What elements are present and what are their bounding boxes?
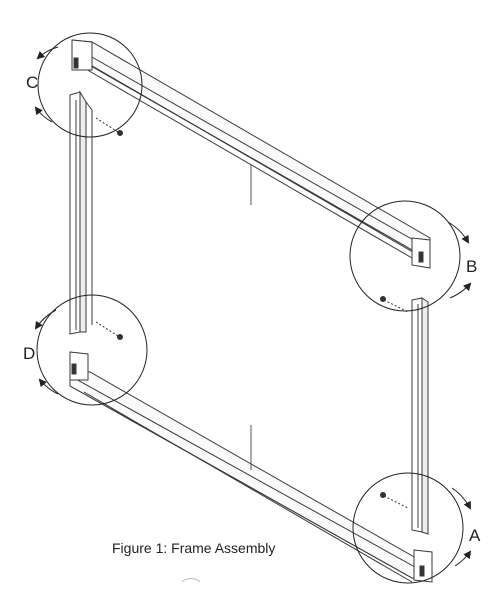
callout-label-b: B	[466, 257, 478, 276]
top-rail	[71, 39, 431, 269]
left-rail	[69, 90, 93, 335]
bottom-rail	[69, 351, 433, 583]
detail-circle-d	[34, 294, 148, 406]
figure-caption: Figure 1: Frame Assembly	[112, 540, 276, 556]
detail-circle-c	[34, 32, 143, 138]
right-rail	[411, 297, 429, 535]
screws	[95, 117, 409, 509]
scan-artifact	[181, 578, 201, 583]
detail-circle-b	[349, 200, 472, 312]
detail-circle-a	[352, 472, 472, 584]
callout-label-d: D	[23, 344, 36, 363]
callout-label-c: C	[26, 73, 39, 92]
callout-label-a: A	[469, 526, 481, 545]
